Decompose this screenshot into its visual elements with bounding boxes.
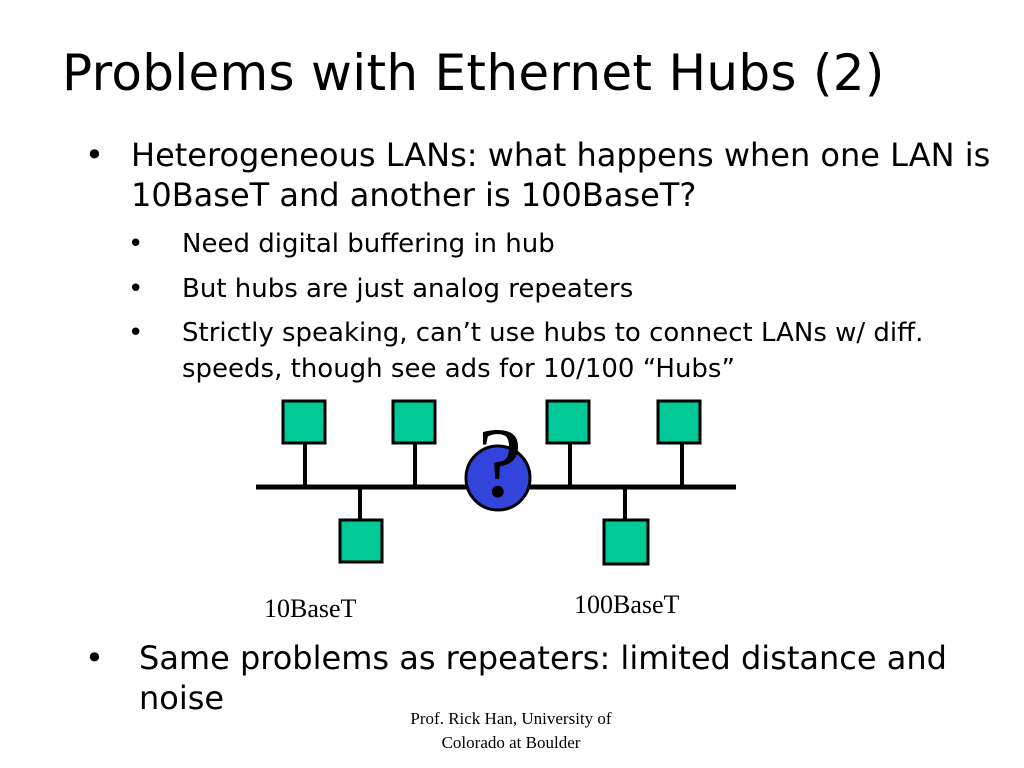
sub-bullet-digital-buffering: • Need digital buffering in hub <box>128 226 1008 262</box>
bullet-text: Need digital buffering in hub <box>182 229 555 259</box>
segment-label-10baset: 10BaseT <box>264 594 357 623</box>
bullet-heterogeneous-lans: • Heterogeneous LANs: what happens when … <box>85 135 1015 215</box>
sub-bullet-analog-repeaters: • But hubs are just analog repeaters <box>128 271 1008 307</box>
bullet-marker: • <box>128 274 144 304</box>
bullet-text: Heterogeneous LANs: what happens when on… <box>131 136 991 214</box>
slide-footer: Prof. Rick Han, University of Colorado a… <box>380 707 642 755</box>
host-box-100-b <box>656 399 702 445</box>
bullet-marker: • <box>128 229 144 259</box>
hub-circle <box>464 444 532 512</box>
bullet-text: But hubs are just analog repeaters <box>182 274 634 304</box>
footer-line-1: Prof. Rick Han, University of <box>410 709 612 728</box>
host-box-100-a <box>545 399 591 445</box>
hub-question-mark: ? <box>478 407 522 518</box>
bullet-text: Same problems as repeaters: limited dist… <box>139 639 947 717</box>
host-box-100-c <box>602 518 650 566</box>
host-box-10-b <box>391 399 437 445</box>
bullet-marker: • <box>128 318 144 348</box>
bullet-text: Strictly speaking, can’t use hubs to con… <box>182 318 924 384</box>
footer-line-2: Colorado at Boulder <box>441 733 581 752</box>
bullet-marker: • <box>85 639 104 677</box>
host-box-10-c <box>338 518 384 564</box>
segment-label-100baset: 100BaseT <box>574 590 680 619</box>
bullet-marker: • <box>85 136 104 174</box>
bullet-same-problems: • Same problems as repeaters: limited di… <box>85 638 1015 718</box>
host-box-10-a <box>281 399 327 445</box>
sub-bullet-diff-speeds: • Strictly speaking, can’t use hubs to c… <box>128 315 1008 387</box>
slide-title: Problems with Ethernet Hubs (2) <box>62 44 885 102</box>
